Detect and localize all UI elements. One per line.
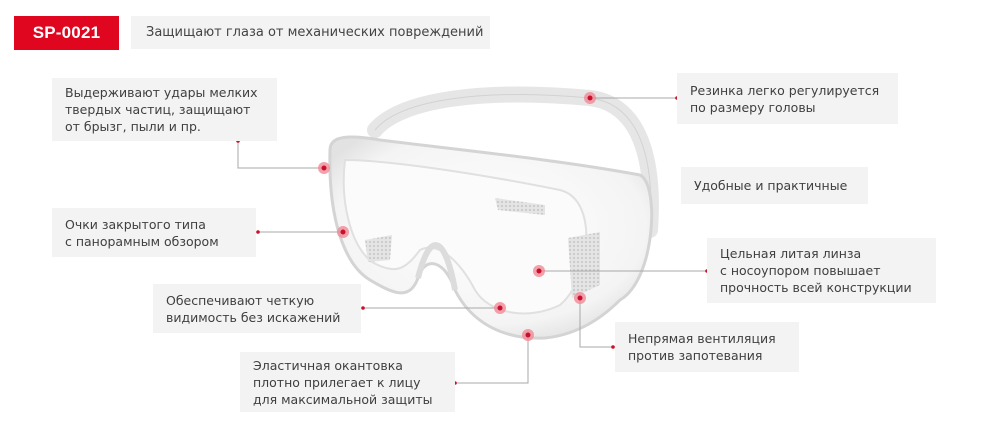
- callout-text: Непрямая вентиляция против запотевания: [628, 331, 776, 363]
- subtitle-text: Защищают глаза от механических поврежден…: [146, 25, 484, 40]
- callout-adjustable-strap: Резинка легко регулируется по размеру го…: [677, 73, 898, 124]
- callout-text: Обеспечивают четкую видимость без искаже…: [166, 292, 341, 325]
- hotspot-marker[interactable]: [494, 302, 506, 314]
- hotspot-marker[interactable]: [533, 265, 545, 277]
- callout-closed-type: Очки закрытого типа с панорамным обзором: [52, 208, 256, 257]
- product-code-badge: SP-0021: [14, 16, 119, 50]
- callout-elastic-edging: Эластичная окантовка плотно прилегает к …: [240, 352, 455, 412]
- hotspot-marker[interactable]: [574, 292, 586, 304]
- callout-text: Удобные и практичные: [694, 178, 848, 193]
- product-subtitle: Защищают глаза от механических поврежден…: [131, 16, 490, 49]
- callout-text: Цельная литая линза с носоупором повышае…: [720, 246, 912, 295]
- callout-comfortable: Удобные и практичные: [681, 167, 868, 204]
- callout-text: Резинка легко регулируется по размеру го…: [690, 82, 880, 115]
- callout-indirect-ventilation: Непрямая вентиляция против запотевания: [615, 322, 799, 372]
- hotspot-marker[interactable]: [584, 92, 596, 104]
- callout-text: Очки закрытого типа с панорамным обзором: [65, 216, 219, 249]
- callout-clear-vision: Обеспечивают четкую видимость без искаже…: [153, 284, 361, 333]
- hotspot-marker[interactable]: [522, 329, 534, 341]
- callout-text: Эластичная окантовка плотно прилегает к …: [253, 357, 433, 407]
- hotspot-marker[interactable]: [337, 226, 349, 238]
- callout-solid-lens: Цельная литая линза с носоупором повышае…: [707, 238, 936, 303]
- hotspot-marker[interactable]: [318, 162, 330, 174]
- callout-text: Выдерживают удары мелких твердых частиц,…: [65, 85, 258, 134]
- callout-impact-resistance: Выдерживают удары мелких твердых частиц,…: [52, 78, 277, 141]
